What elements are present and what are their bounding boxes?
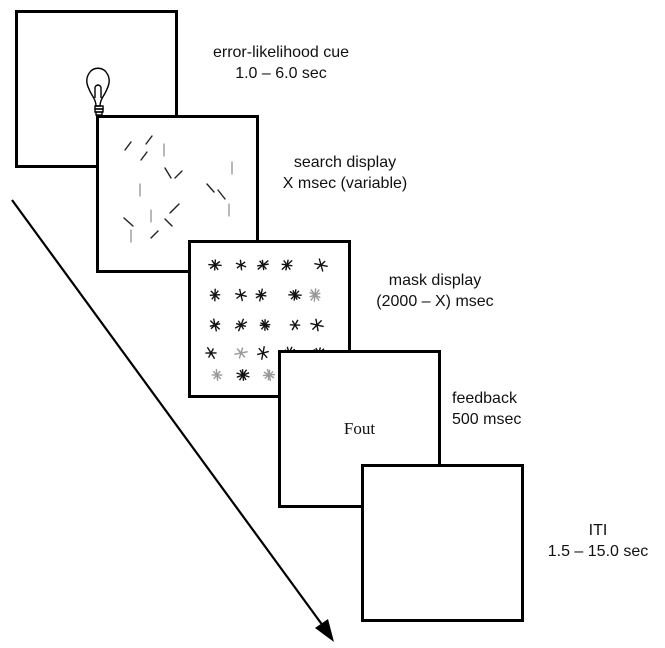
mask-pattern xyxy=(205,258,328,382)
step-title: error-likelihood cue xyxy=(212,44,350,61)
step-title: feedback xyxy=(452,390,517,407)
lightbulb-icon xyxy=(86,67,110,118)
cue-label: error-likelihood cue 1.0 – 6.0 sec xyxy=(196,42,366,84)
mask-stroke xyxy=(259,260,267,270)
feedback-frame: Fout xyxy=(278,350,441,508)
mask-stroke xyxy=(313,288,317,302)
step-duration: 1.0 – 6.0 sec xyxy=(235,65,327,82)
mask-stroke xyxy=(211,259,219,271)
mask-stroke xyxy=(318,258,324,272)
mask-stroke xyxy=(291,319,299,331)
mask-stroke xyxy=(259,323,271,327)
feedback-word: Fout xyxy=(343,419,376,438)
step-title: search display xyxy=(293,154,397,171)
mask-stroke xyxy=(239,369,247,381)
step-duration: X msec (variable) xyxy=(282,175,408,192)
mask-label: mask display (2000 – X) msec xyxy=(360,270,510,312)
mask-stroke xyxy=(283,259,291,271)
mask-stroke xyxy=(315,318,319,332)
mask-stroke xyxy=(262,373,276,377)
mask-stroke xyxy=(261,346,265,360)
step-duration: 1.5 – 15.0 sec xyxy=(547,543,649,560)
step-duration: (2000 – X) msec xyxy=(376,293,494,310)
mask-stroke xyxy=(237,318,245,332)
search-label: search display X msec (variable) xyxy=(270,152,420,194)
step-duration: 500 msec xyxy=(452,411,522,428)
mask-stroke xyxy=(209,320,221,330)
mask-stroke xyxy=(290,290,300,300)
mask-stroke xyxy=(213,370,221,380)
iti-frame xyxy=(361,464,524,622)
iti-label: ITI 1.5 – 15.0 sec xyxy=(535,520,661,562)
mask-stroke xyxy=(236,348,246,358)
mask-stroke xyxy=(209,294,221,296)
step-title: mask display xyxy=(388,272,482,289)
feedback-label: feedback 500 msec xyxy=(452,388,548,430)
mask-stroke xyxy=(235,292,247,298)
step-title: ITI xyxy=(588,522,608,539)
mask-stroke xyxy=(258,288,264,302)
mask-stroke xyxy=(239,259,243,271)
